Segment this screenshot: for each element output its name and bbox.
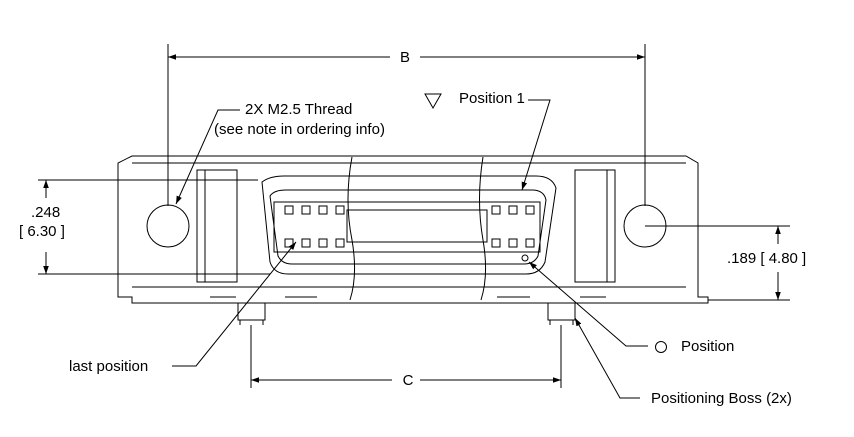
height-inch: .248 (31, 204, 60, 221)
position-label: Position (681, 338, 734, 355)
boss-height-label: .189 [ 4.80 ] (727, 250, 806, 267)
dimension-lines (38, 44, 790, 399)
position-1-label: Position 1 (459, 90, 525, 107)
dim-c-label: C (403, 372, 414, 389)
position-marker-hole (521, 254, 529, 262)
positioning-boss-label: Positioning Boss (2x) (651, 390, 792, 407)
height-mm: [ 6.30 ] (19, 223, 65, 240)
triangle-down-icon (424, 93, 442, 110)
circle-icon (655, 341, 667, 353)
last-position-label: last position (69, 358, 148, 375)
thread-note: (see note in ordering info) (214, 121, 385, 138)
connector-outline (117, 155, 709, 325)
dim-b-label: B (400, 49, 410, 66)
thread-label: 2X M2.5 Thread (245, 101, 352, 118)
left-thread-hole (146, 204, 190, 248)
